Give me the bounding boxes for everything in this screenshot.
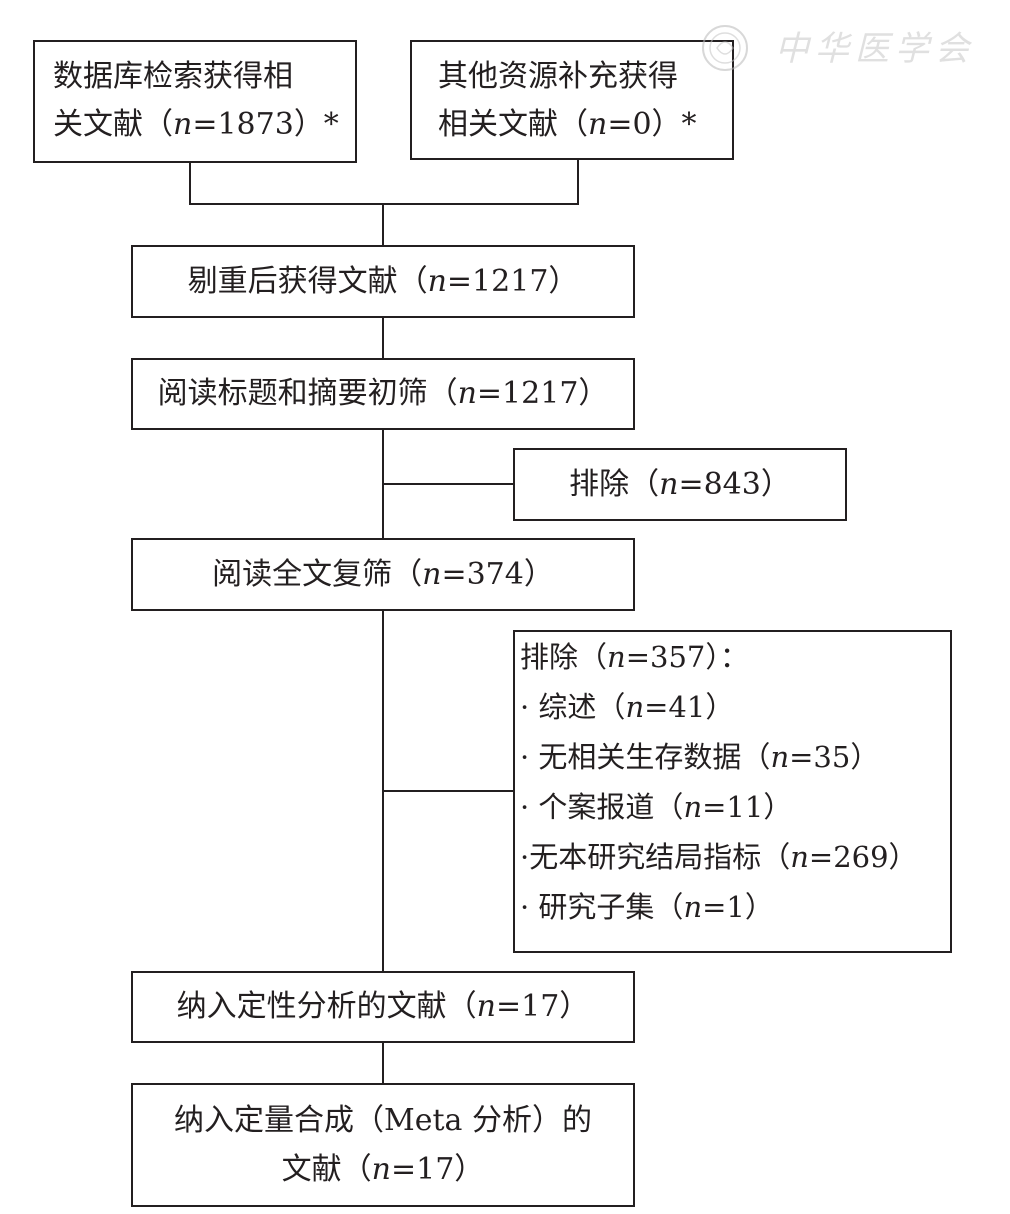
- other-source-line2: 相关文献（n=0）*: [438, 106, 697, 142]
- box-meta-analysis: 纳入定量合成（Meta 分析）的 文献（n=17）: [131, 1083, 635, 1207]
- exclude2-item-subset: · 研究子集（n=1）: [520, 890, 774, 924]
- box-fulltext-screen: 阅读全文复筛（n=374）: [131, 538, 635, 611]
- meta-line2: 文献（n=17）: [281, 1152, 485, 1187]
- exclude2-header: 排除（n=357）：: [520, 640, 749, 674]
- watermark-seal: 中华医学会: [702, 25, 975, 71]
- db-search-line1: 数据库检索获得相: [53, 59, 293, 94]
- exclude2-item-no-survival-data: · 无相关生存数据（n=35）: [520, 740, 880, 774]
- box-dedup: 剔重后获得文献（n=1217）: [131, 245, 635, 318]
- title-screen-label: 阅读标题和摘要初筛（n=1217）: [157, 376, 609, 412]
- qualitative-label: 纳入定性分析的文献（n=17）: [176, 989, 590, 1025]
- meta-label: 纳入定量合成（Meta 分析）的 文献（n=17）: [174, 1102, 592, 1189]
- connector-main-2: [382, 316, 384, 360]
- box-other-sources: 其他资源补充获得 相关文献（n=0）*: [410, 40, 734, 160]
- exclude2-item-review: · 综述（n=41）: [520, 690, 735, 724]
- box-database-search: 数据库检索获得相 关文献（n=1873）*: [33, 40, 357, 163]
- dedup-label: 剔重后获得文献（n=1217）: [187, 263, 579, 299]
- watermark-text: 中华医学会: [775, 29, 975, 69]
- connector-exclude2: [382, 790, 516, 792]
- connector-exclude1: [382, 483, 516, 485]
- connector-other-down: [577, 158, 579, 205]
- other-source-line1: 其他资源补充获得: [438, 59, 678, 94]
- connector-main-1: [382, 203, 384, 247]
- exclude1-label: 排除（n=843）: [569, 466, 791, 502]
- exclude2-list: 排除（n=357）： · 综述（n=41） · 无相关生存数据（n=35） · …: [520, 632, 918, 932]
- meta-line1: 纳入定量合成（Meta 分析）的: [174, 1102, 592, 1138]
- box-qualitative: 纳入定性分析的文献（n=17）: [131, 971, 635, 1043]
- exclude2-item-case-report: · 个案报道（n=11）: [520, 790, 793, 824]
- db-search-line2: 关文献（n=1873）*: [53, 106, 339, 142]
- box-exclude-2: [513, 630, 952, 953]
- box-title-abstract-screen: 阅读标题和摘要初筛（n=1217）: [131, 358, 635, 430]
- box-exclude-1: 排除（n=843）: [513, 448, 847, 521]
- connector-merge: [189, 203, 579, 205]
- exclude2-item-no-outcome: ·无本研究结局指标（n=269）: [520, 840, 918, 874]
- connector-db-down: [189, 161, 191, 205]
- connector-main-5: [382, 1041, 384, 1085]
- fulltext-label: 阅读全文复筛（n=374）: [212, 556, 554, 592]
